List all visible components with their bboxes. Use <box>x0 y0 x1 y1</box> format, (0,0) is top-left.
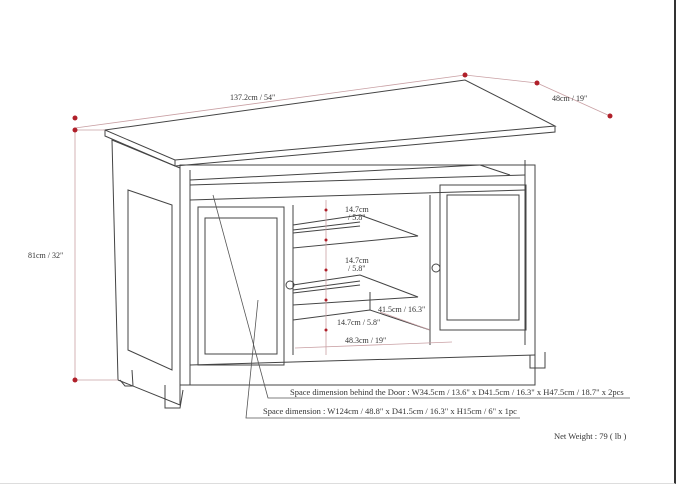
leg-back-left <box>119 369 134 387</box>
open-shelf-back-edge <box>189 164 481 181</box>
dimension-dot <box>72 377 78 383</box>
shelf-gap-2-cm: 14.7cm <box>345 256 369 265</box>
dimension-dot <box>324 268 328 272</box>
shelf-gap-2-in: / 5.8" <box>348 264 366 273</box>
shelf-lower-groove <box>292 284 361 294</box>
dimension-dot <box>72 115 78 121</box>
depth-dimension-line <box>536 82 611 117</box>
open-shelf-side-edge <box>479 164 511 176</box>
front-frame-bottom-rail <box>189 354 536 366</box>
leg-front-right <box>529 352 546 369</box>
shelf-gap-1-cm: 14.7cm <box>345 205 369 214</box>
shelf-upper <box>292 214 419 249</box>
dimension-lines <box>74 74 611 381</box>
tabletop <box>103 79 557 161</box>
front-frame <box>179 164 536 386</box>
open-space-leader-line <box>245 299 520 419</box>
right-door-knob <box>431 263 441 273</box>
shelf-gap-1-in: / 5.8" <box>348 213 366 222</box>
dimension-dot <box>324 238 328 242</box>
right-door <box>439 184 527 331</box>
width-label: 137.2cm / 54" <box>230 93 276 102</box>
inner-depth-label: 41.5cm / 16.3" <box>378 305 426 314</box>
dimension-dot <box>72 127 78 133</box>
front-frame-upper-rail <box>189 189 526 201</box>
shelf-upper-groove <box>292 225 361 234</box>
inner-depth-dimension-line <box>379 311 431 331</box>
dimension-dot <box>462 72 468 78</box>
left-side-panel <box>111 139 181 406</box>
left-side-inset-panel <box>127 189 173 371</box>
door-space-note: Space dimension behind the Door : W34.5c… <box>290 387 624 397</box>
leader-lines <box>212 194 630 419</box>
left-door <box>197 206 285 366</box>
front-frame-top-rail <box>189 174 526 186</box>
dimension-dot <box>324 328 328 332</box>
door-space-leader-line <box>212 194 630 399</box>
shelf-upper-groove <box>292 221 361 231</box>
dimension-dot <box>534 80 540 86</box>
leg-front-left <box>164 385 184 409</box>
depth-dimension-connector <box>464 74 538 84</box>
height-label: 81cm / 32" <box>28 251 64 260</box>
dimension-dot <box>607 113 613 119</box>
dimension-dots <box>72 72 613 383</box>
shelf-lower <box>292 274 419 306</box>
shelf-gap-3: 14.7cm / 5.8" <box>337 318 381 327</box>
dimension-dot <box>324 208 328 212</box>
right-door-inset-panel <box>446 194 520 321</box>
left-door-inset-panel <box>204 217 278 355</box>
inner-width-dimension-line <box>294 341 453 349</box>
shelf-lower-groove <box>292 280 361 291</box>
width-dimension-line <box>74 74 466 129</box>
dimension-dot <box>324 298 328 302</box>
depth-label: 48cm / 19" <box>552 94 588 103</box>
net-weight: Net Weight : 79 ( lb ) <box>554 431 627 441</box>
inner-width-label: 48.3cm / 19" <box>345 336 387 345</box>
open-space-note: Space dimension : W124cm / 48.8" x D41.5… <box>263 406 517 416</box>
